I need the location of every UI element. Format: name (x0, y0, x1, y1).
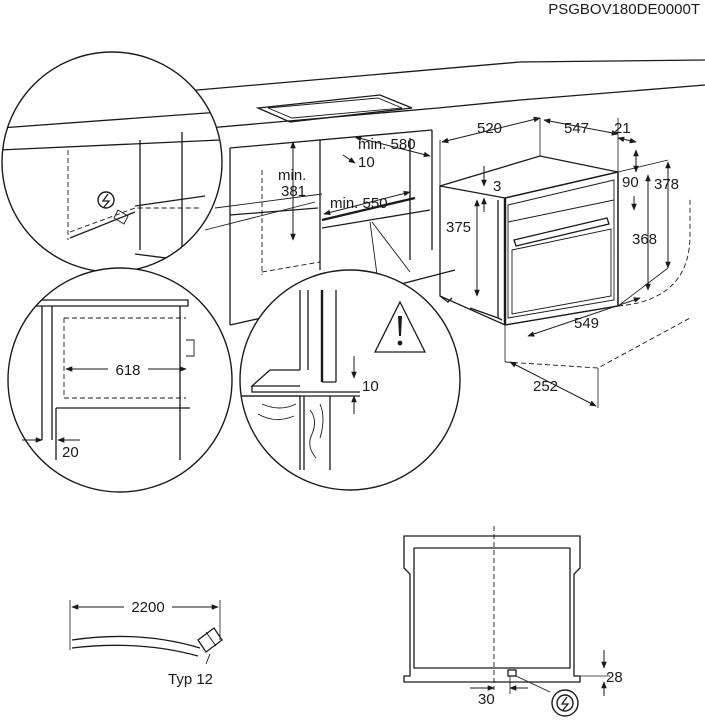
oven-appliance (439, 155, 619, 326)
label-368: 368 (632, 231, 657, 248)
label-378: 378 (654, 176, 679, 193)
label-547: 547 (564, 120, 589, 137)
front-view: 28 30 (403, 526, 623, 717)
oven-handle (513, 217, 610, 247)
niche-dimensions: min. 381 min. 580 10 min. 550 (278, 135, 431, 241)
label-3: 3 (493, 178, 501, 195)
callout-electrical-connection (1, 51, 223, 273)
label-375: 375 (446, 219, 471, 236)
label-381: 381 (281, 183, 306, 200)
leader-top-circle (214, 193, 323, 209)
cable-outlet (507, 669, 517, 677)
kitchen-niche (139, 59, 705, 326)
label-10-upper: 10 (358, 154, 375, 171)
label-typ12: Typ 12 (168, 671, 213, 688)
callout-detail-gap: 10 (239, 269, 461, 491)
label-549: 549 (574, 315, 599, 332)
label-2200: 2200 (131, 599, 164, 616)
label-520: 520 (477, 120, 502, 137)
label-20: 20 (62, 444, 79, 461)
label-min-550: min. 550 (330, 195, 388, 212)
document-code: PSGBOV180DE0000T (548, 1, 700, 18)
label-min-580: min. 580 (358, 136, 416, 153)
oven-dimensions: 520 547 21 3 375 90 368 378 549 252 (439, 116, 691, 408)
label-10-detail: 10 (362, 378, 379, 395)
hob-opening (255, 94, 413, 123)
electric-connection-icon (97, 191, 115, 209)
label-90: 90 (622, 174, 639, 191)
electric-connection-icon-bottom (556, 694, 574, 712)
label-252: 252 (533, 378, 558, 395)
callout-cabinet-width: 618 20 (7, 267, 233, 493)
label-30: 30 (478, 691, 495, 708)
warning-triangle-icon (373, 300, 427, 353)
mains-cable: 2200 Typ 12 (69, 598, 223, 688)
label-618: 618 (115, 362, 140, 379)
label-28: 28 (606, 669, 623, 686)
label-21: 21 (614, 120, 631, 137)
label-min-height: min. (278, 167, 306, 184)
